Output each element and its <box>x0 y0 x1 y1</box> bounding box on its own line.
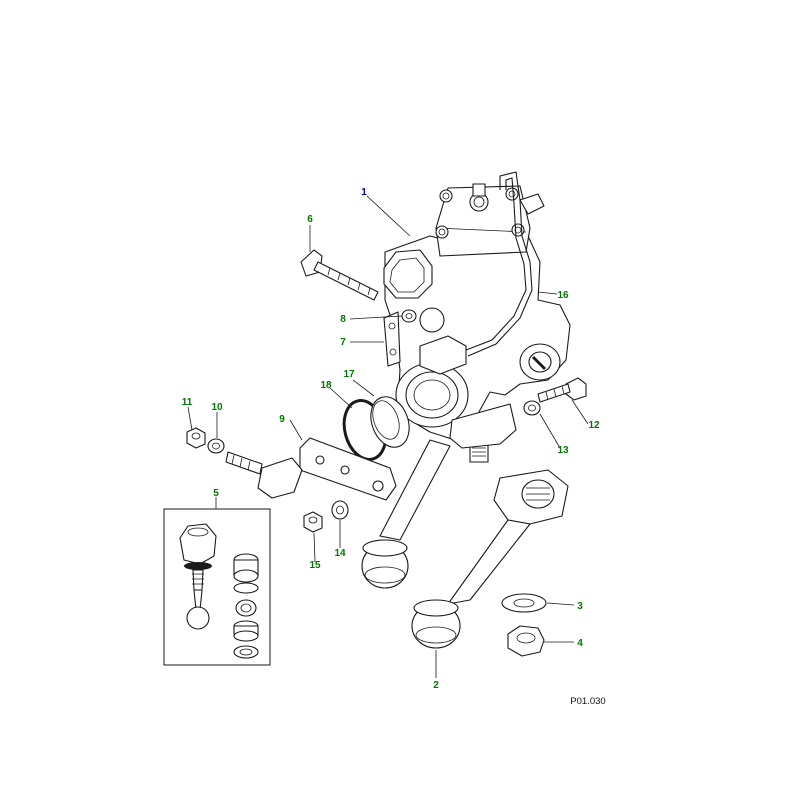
seal-17 <box>370 396 410 448</box>
ball-joint-kit-box <box>163 508 271 666</box>
idler-arm-short <box>379 439 451 541</box>
callout-1: 1 <box>361 187 367 198</box>
washer-8 <box>401 309 417 323</box>
callout-11: 11 <box>182 397 193 408</box>
callout-5: 5 <box>213 488 219 499</box>
callout-4: 4 <box>577 638 583 649</box>
washer-3 <box>501 593 547 613</box>
callout-7: 7 <box>340 337 346 348</box>
idler-arm-long <box>447 469 569 605</box>
top-cover-bolts <box>435 183 525 239</box>
nut-15 <box>303 511 323 533</box>
callout-18: 18 <box>320 380 332 391</box>
callout-9: 9 <box>279 414 285 425</box>
callout-10: 10 <box>211 402 223 413</box>
washer-10 <box>207 438 225 454</box>
callout-16: 16 <box>557 290 569 301</box>
callout-13: 13 <box>557 445 569 456</box>
nut-11 <box>186 427 206 449</box>
washer-14 <box>331 500 349 520</box>
callout-15: 15 <box>309 560 321 571</box>
callout-17: 17 <box>343 369 355 380</box>
figure-reference: P01.030 <box>570 696 605 707</box>
bush-upper <box>361 539 409 589</box>
callout-3: 3 <box>577 601 583 612</box>
drop-arm-9 <box>225 437 397 501</box>
leader-lines <box>187 195 589 678</box>
nut-4 <box>507 625 545 657</box>
callout-8: 8 <box>340 314 346 325</box>
callout-labels: 1 2 3 4 5 6 7 8 9 10 11 12 13 14 15 16 1… <box>182 187 606 707</box>
steering-box <box>383 171 571 463</box>
mounting-bracket <box>383 311 401 367</box>
bolt-12 <box>537 377 587 403</box>
callout-12: 12 <box>588 420 600 431</box>
callout-2: 2 <box>433 680 439 691</box>
bolt-6 <box>300 249 379 301</box>
washer-13 <box>523 400 541 416</box>
callout-6: 6 <box>307 214 313 225</box>
callout-14: 14 <box>334 548 346 559</box>
bush-lower-2 <box>411 599 461 649</box>
